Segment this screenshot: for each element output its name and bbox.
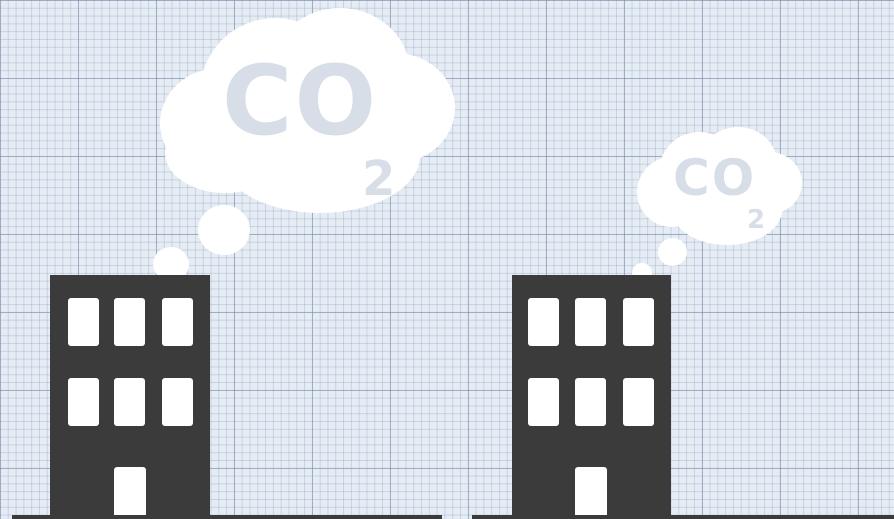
window: [623, 298, 654, 346]
window: [68, 298, 99, 346]
window: [162, 378, 193, 426]
co2-formula-large: CO: [222, 45, 379, 157]
ground-line-right: [472, 515, 894, 519]
co2-subscript-large: 2: [362, 151, 398, 207]
window: [162, 298, 193, 346]
building-icon-left: [50, 275, 210, 519]
window: [575, 298, 606, 346]
smoke-puff-icon: [658, 238, 687, 266]
smoke-puff-icon: [198, 205, 250, 255]
window: [528, 378, 559, 426]
ground-line-left: [12, 515, 442, 519]
cloud-icon-large: CO 2: [160, 8, 455, 213]
door: [114, 467, 146, 519]
co2-formula-small: CO: [673, 149, 757, 207]
door: [575, 467, 607, 519]
window: [68, 378, 99, 426]
window: [528, 298, 559, 346]
window: [575, 378, 606, 426]
co2-subscript-small: 2: [747, 205, 768, 235]
window: [114, 378, 145, 426]
co2-label-small: CO 2: [673, 153, 765, 235]
window: [623, 378, 654, 426]
co2-label-large: CO 2: [222, 53, 395, 207]
cloud-icon-small: CO 2: [637, 127, 802, 245]
building-icon-right: [512, 275, 671, 519]
window: [114, 298, 145, 346]
